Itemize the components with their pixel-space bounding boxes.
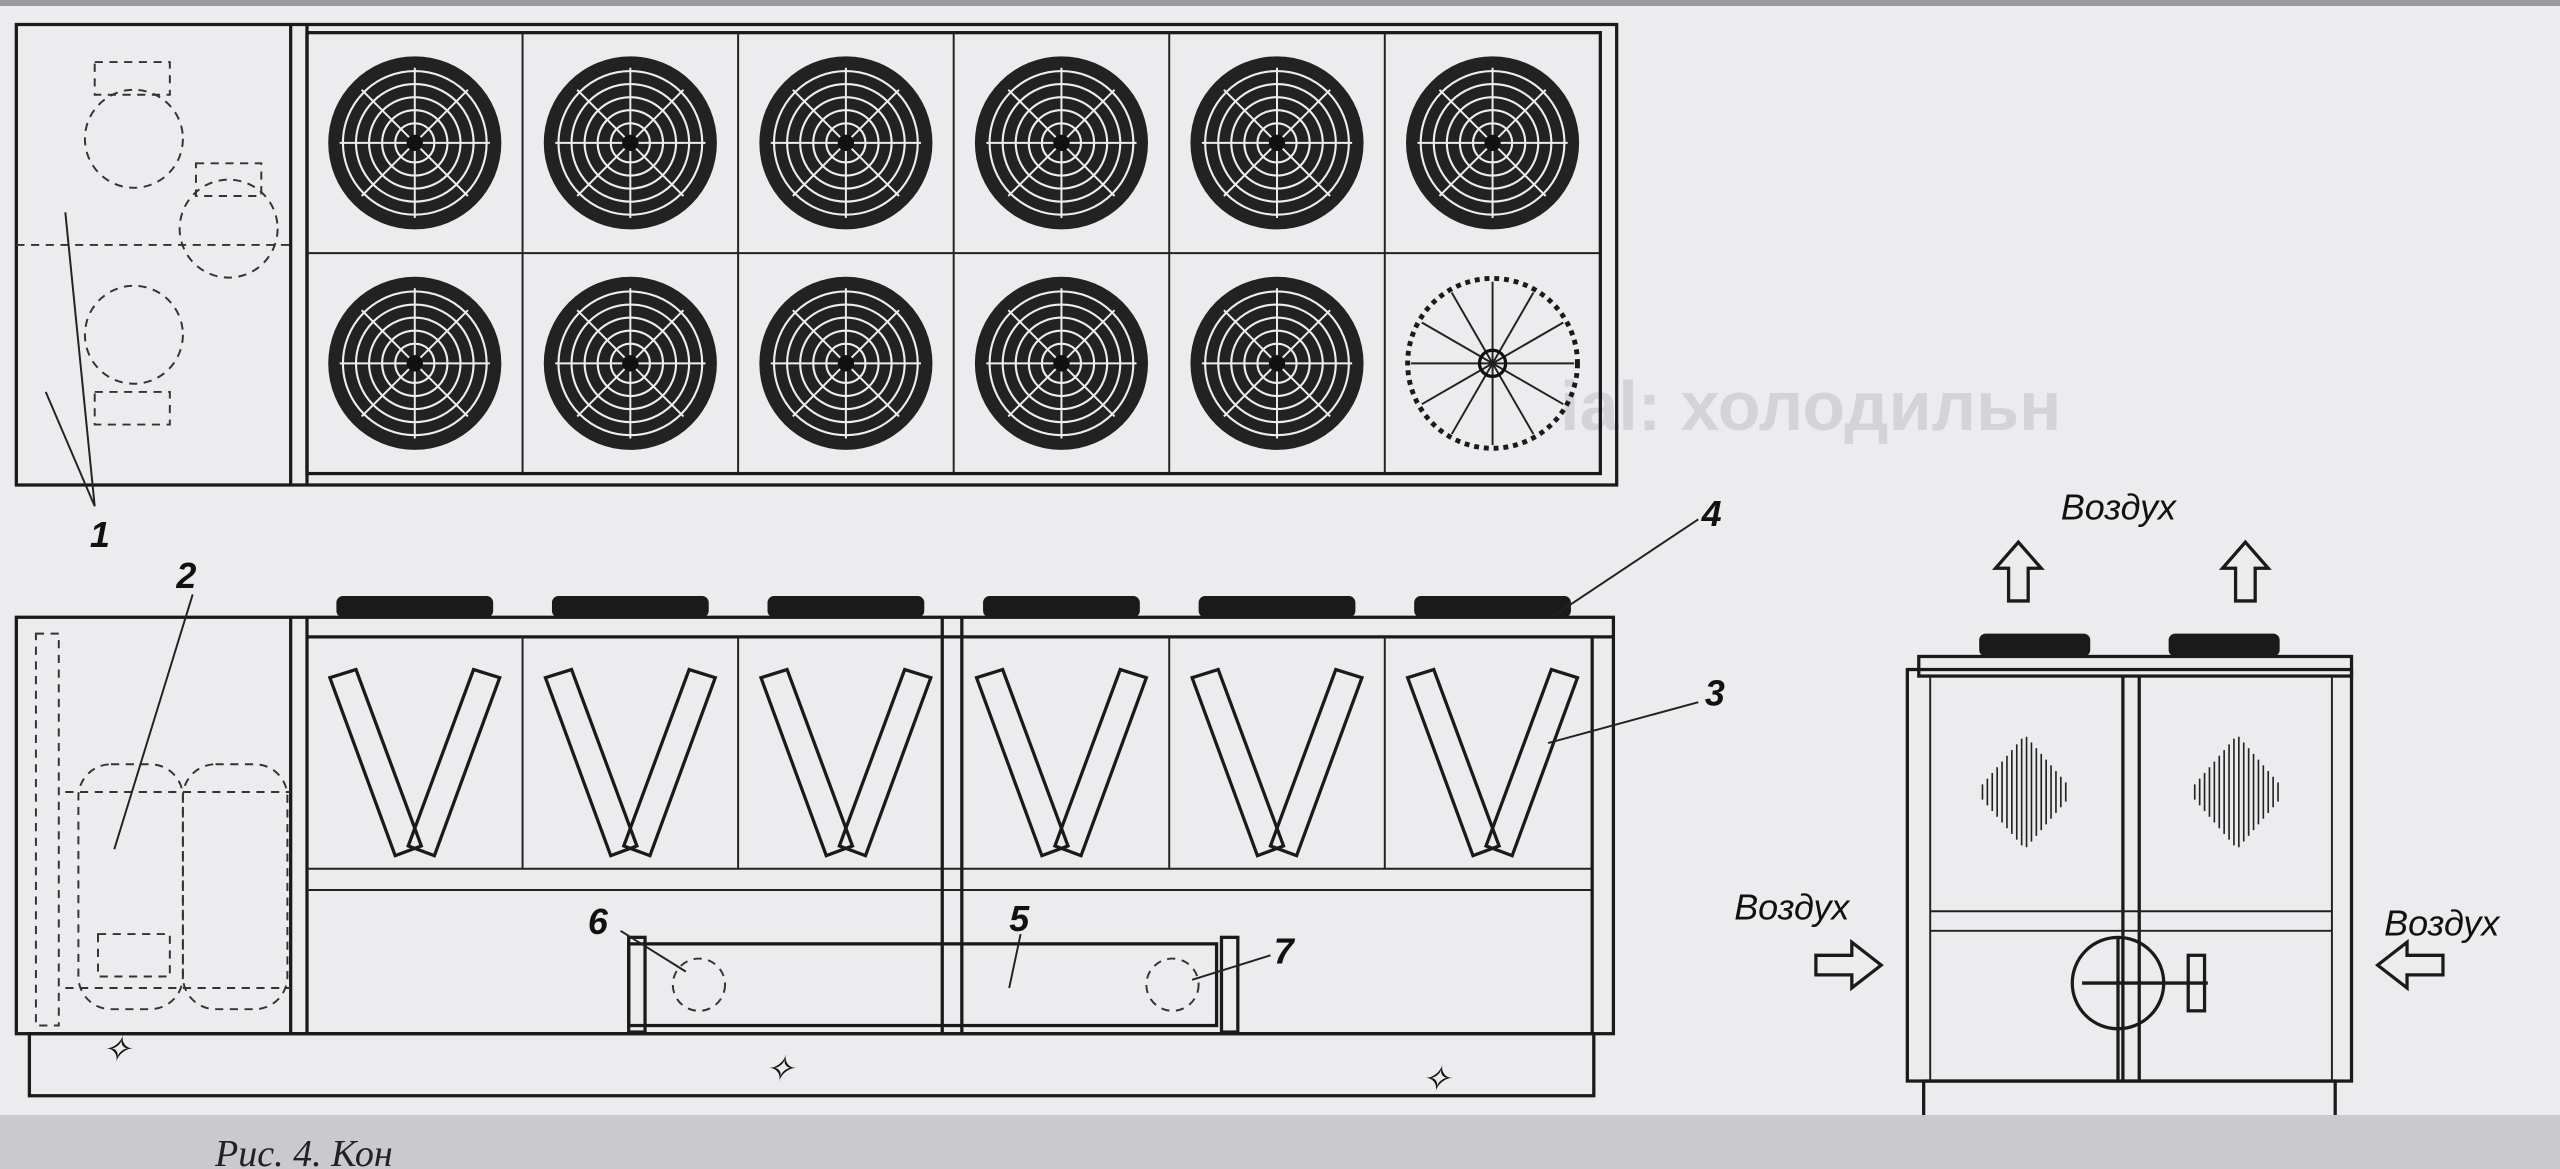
background-bleed-text: ial: холодильн — [1560, 367, 2061, 445]
fan-icon — [974, 56, 1148, 230]
fan-cap — [1198, 596, 1356, 618]
svg-text:✧: ✧ — [1421, 1058, 1453, 1099]
arrow-right-icon — [1814, 938, 1884, 992]
arrow-up-icon — [2218, 539, 2272, 603]
v-coil — [1405, 667, 1580, 858]
compressor-outlines — [16, 61, 291, 426]
label-6: 6 — [588, 901, 609, 942]
fan-cap — [336, 596, 494, 618]
arrow-left-icon — [2374, 938, 2445, 992]
fan-icon — [328, 56, 502, 230]
fan-icon — [1405, 275, 1580, 451]
fan-icon — [1406, 56, 1580, 230]
leader-4 — [1550, 518, 1699, 619]
arrow-up-icon — [1991, 539, 2045, 603]
fan-icon — [759, 276, 933, 450]
fan-icon — [974, 276, 1148, 450]
feet: ✧ ✧ ✧ — [101, 1028, 1452, 1098]
fan-icon — [1190, 56, 1364, 230]
v-coil — [543, 667, 718, 858]
fan-cap — [551, 596, 709, 618]
fan-cap — [983, 596, 1140, 618]
top-view: 1 — [14, 22, 1619, 555]
label-5: 5 — [1009, 898, 1030, 939]
fan-cap — [1414, 596, 1571, 618]
figure-caption: Рис. 4. Кон — [214, 1133, 393, 1169]
label-7: 7 — [1274, 930, 1296, 971]
caption-band — [0, 1115, 2560, 1169]
label-1: 1 — [90, 514, 110, 555]
v-coil — [1189, 667, 1365, 858]
label-4: 4 — [1701, 493, 1722, 534]
fan-icon — [543, 276, 717, 450]
fan-cap — [767, 596, 925, 618]
leader-7 — [1191, 954, 1271, 981]
end-view: Воздух Воздух Воздух — [1734, 486, 2500, 1119]
fan-icon — [1190, 276, 1364, 450]
leader-2 — [113, 594, 194, 850]
air-label-top: Воздух — [2061, 486, 2177, 527]
v-coil — [974, 667, 1149, 858]
leader-1b — [44, 391, 96, 507]
v-coil — [327, 667, 502, 858]
side-view: ✧ ✧ ✧ 2 4 3 5 6 7 — [14, 493, 1725, 1099]
fan-icon — [759, 56, 933, 230]
leader-5 — [1008, 933, 1022, 989]
leader-1a — [64, 212, 96, 507]
leader-3 — [1547, 701, 1699, 744]
v-coil — [758, 667, 933, 858]
svg-text:✧: ✧ — [764, 1048, 796, 1089]
leader-6 — [620, 929, 687, 973]
fan-icon — [543, 56, 717, 230]
top-scan-edge — [0, 0, 2560, 6]
air-label-left: Воздух — [1734, 886, 1850, 927]
air-label-right: Воздух — [2384, 903, 2500, 944]
fan-icon — [328, 276, 502, 450]
label-3: 3 — [1705, 672, 1725, 713]
label-2: 2 — [175, 555, 196, 596]
svg-text:✧: ✧ — [101, 1028, 133, 1069]
header-pipe — [627, 935, 1240, 1034]
